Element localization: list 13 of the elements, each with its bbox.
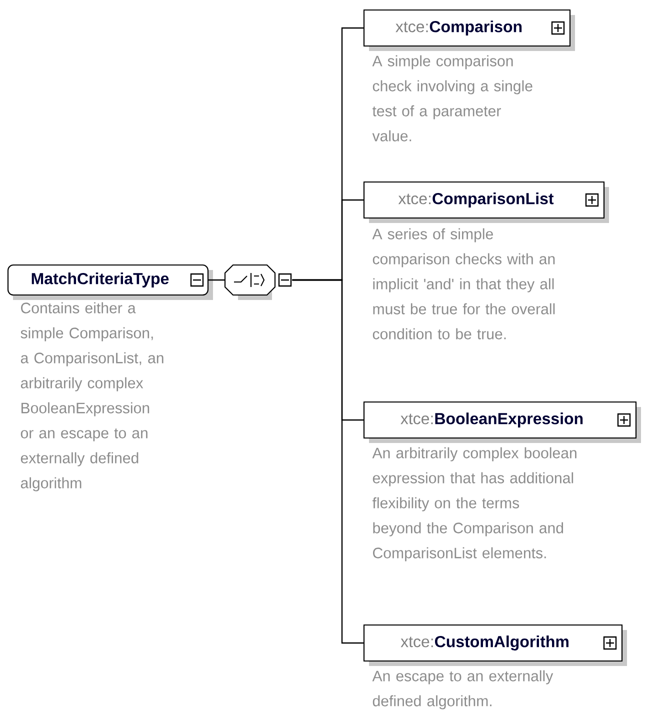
connector-line [208, 279, 225, 281]
description-text: Contains either a simple Comparison, a ComparisonList, an arbitrarily complex BooleanExpression or an escape to an externally defined algorithm [20, 302, 164, 492]
element-box: xtce:Comparison [363, 9, 575, 52]
description-text: An arbitrarily complex boolean expression that has additional flexibility on the terms beyond the Comparison and ComparisonList elements. [372, 447, 576, 562]
choice-symbol [224, 264, 292, 300]
element-box: xtce:CustomAlgorithm [363, 624, 627, 666]
description-text: A series of simple comparison checks with an implicit 'and' in that they all must be true for the overall condition to be true. [372, 228, 555, 340]
description-text: An escape to an externally defined algorithm. [372, 670, 554, 710]
type-box: MatchCriteriaType [7, 264, 213, 300]
element-box: xtce:BooleanExpression [363, 401, 641, 443]
element-box: xtce:ComparisonList [363, 181, 609, 223]
description-text: A simple comparison check involving a single test of a parameter value. [372, 55, 532, 142]
connector-line [292, 279, 364, 644]
